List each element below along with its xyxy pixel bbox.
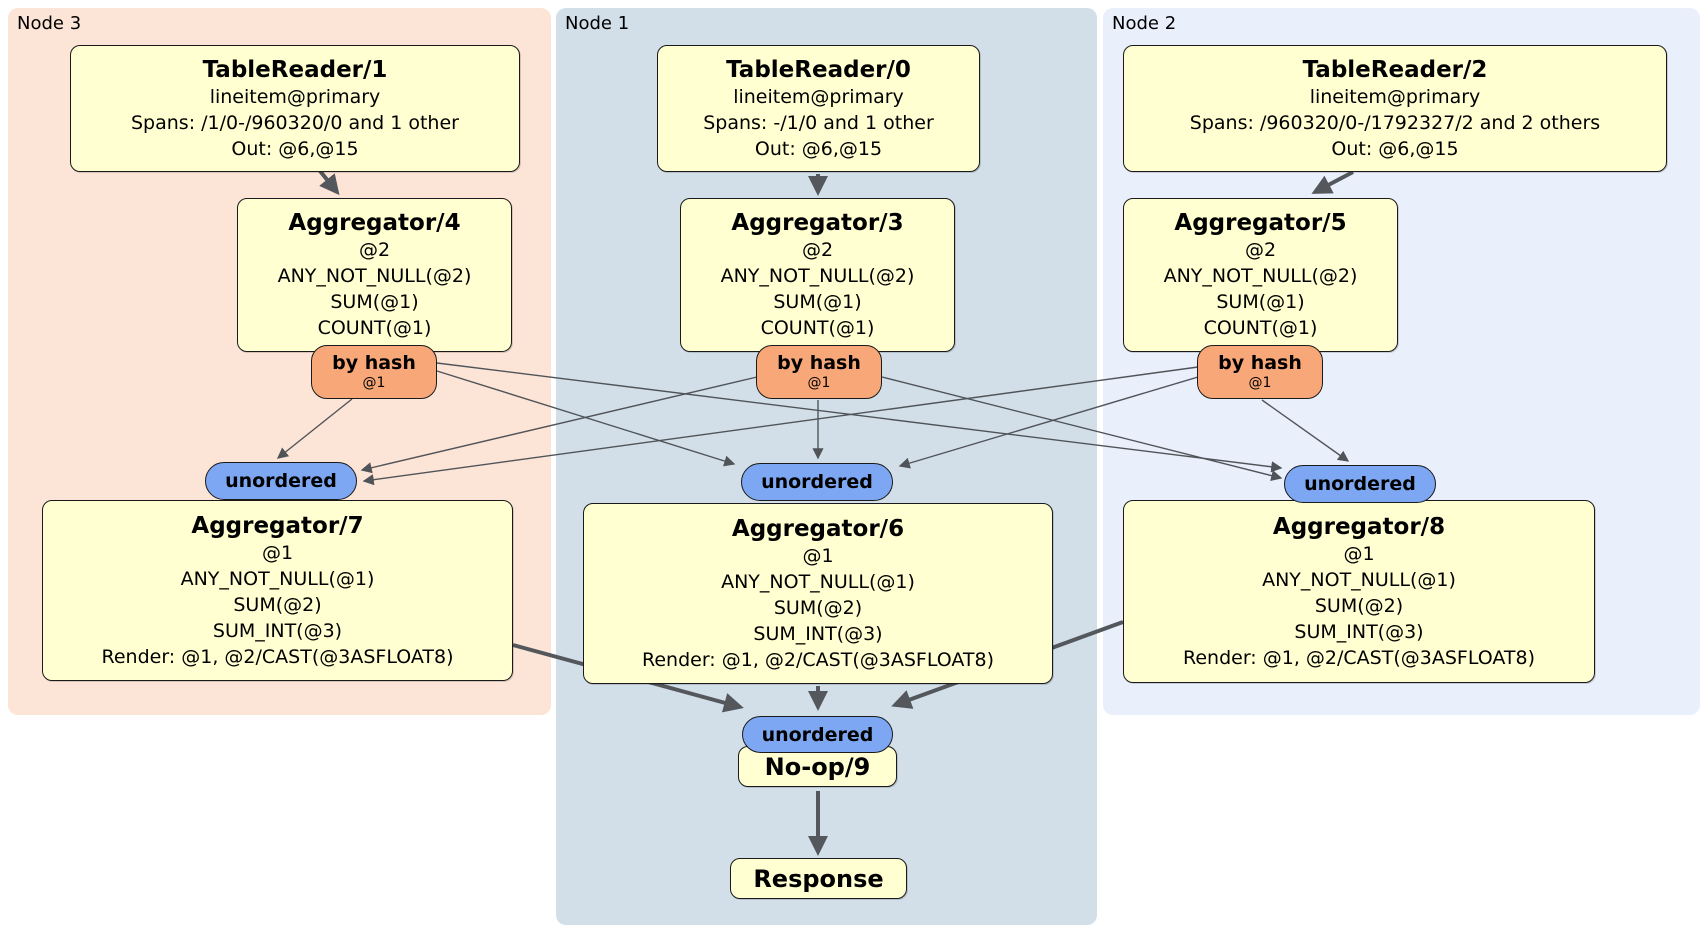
processor-aggregator-6: Aggregator/6 @1 ANY_NOT_NULL(@1) SUM(@2)… xyxy=(583,503,1053,684)
agg-expr: ANY_NOT_NULL(@2) xyxy=(1163,265,1358,287)
processor-title: Aggregator/6 xyxy=(731,515,905,542)
agg-expr: ANY_NOT_NULL(@1) xyxy=(721,570,915,593)
agg-expr: SUM_INT(@3) xyxy=(753,622,883,645)
agg-expr: ANY_NOT_NULL(@2) xyxy=(277,265,472,287)
router-label: by hash xyxy=(777,352,861,374)
group-by-columns: @1 xyxy=(1343,542,1375,565)
processor-spans: Spans: -/1/0 and 1 other xyxy=(703,111,934,134)
sync-label: unordered xyxy=(761,723,874,746)
processor-title: Aggregator/8 xyxy=(1272,513,1446,540)
processor-spans: Spans: /1/0-/960320/0 and 1 other xyxy=(131,111,459,134)
group-node1-label: Node 1 xyxy=(565,13,630,34)
agg-expr: SUM(@2) xyxy=(233,593,322,616)
agg-expr: ANY_NOT_NULL(@2) xyxy=(720,265,915,287)
processor-tablereader-1: TableReader/1 lineitem@primary Spans: /1… xyxy=(70,45,520,172)
processor-aggregator-7: Aggregator/7 @1 ANY_NOT_NULL(@1) SUM(@2)… xyxy=(42,500,513,681)
processor-title: TableReader/1 xyxy=(202,56,388,83)
processor-title: TableReader/2 xyxy=(1302,56,1488,83)
processor-title: No-op/9 xyxy=(764,752,871,781)
processor-tablereader-2: TableReader/2 lineitem@primary Spans: /9… xyxy=(1123,45,1667,172)
router-by-hash-right: by hash @1 xyxy=(1197,345,1323,399)
processor-out: Out: @6,@15 xyxy=(1331,137,1459,160)
group-node3-label: Node 3 xyxy=(17,13,82,34)
processor-title: Aggregator/5 xyxy=(1174,210,1347,236)
sync-label: unordered xyxy=(225,470,337,492)
router-label: by hash xyxy=(332,352,416,374)
agg-expr: SUM_INT(@3) xyxy=(212,619,343,642)
router-by-hash-middle: by hash @1 xyxy=(756,345,882,399)
processor-title: Aggregator/3 xyxy=(731,210,904,236)
processor-index: lineitem@primary xyxy=(1309,85,1481,108)
group-node2-label: Node 2 xyxy=(1112,13,1177,34)
agg-expr: COUNT(@1) xyxy=(760,317,875,339)
group-by-columns: @2 xyxy=(1244,239,1277,261)
processor-title: Aggregator/7 xyxy=(191,512,364,539)
agg-expr: SUM(@1) xyxy=(1216,291,1305,313)
agg-expr: SUM(@2) xyxy=(1314,594,1404,617)
processor-index: lineitem@primary xyxy=(733,85,904,108)
render-expr: Render: @1, @2/CAST(@3ASFLOAT8) xyxy=(101,645,454,668)
processor-title: Response xyxy=(753,864,884,893)
group-by-columns: @2 xyxy=(358,239,391,261)
processor-aggregator-5: Aggregator/5 @2 ANY_NOT_NULL(@2) SUM(@1)… xyxy=(1123,198,1398,352)
router-hash-columns: @1 xyxy=(807,375,831,391)
router-by-hash-left: by hash @1 xyxy=(311,345,437,399)
sync-unordered-left: unordered xyxy=(205,462,357,500)
agg-expr: COUNT(@1) xyxy=(317,317,432,339)
agg-expr: COUNT(@1) xyxy=(1203,317,1318,339)
processor-title: Aggregator/4 xyxy=(288,210,461,236)
router-label: by hash xyxy=(1218,352,1302,374)
render-expr: Render: @1, @2/CAST(@3ASFLOAT8) xyxy=(642,648,994,671)
router-hash-columns: @1 xyxy=(1248,375,1272,391)
processor-aggregator-8: Aggregator/8 @1 ANY_NOT_NULL(@1) SUM(@2)… xyxy=(1123,500,1595,683)
agg-expr: SUM(@1) xyxy=(330,291,419,313)
group-by-columns: @1 xyxy=(802,544,834,567)
group-by-columns: @2 xyxy=(801,239,834,261)
processor-tablereader-0: TableReader/0 lineitem@primary Spans: -/… xyxy=(657,45,980,172)
agg-expr: SUM(@2) xyxy=(773,596,863,619)
agg-expr: SUM(@1) xyxy=(773,291,862,313)
processor-aggregator-3: Aggregator/3 @2 ANY_NOT_NULL(@2) SUM(@1)… xyxy=(680,198,955,352)
processor-out: Out: @6,@15 xyxy=(231,137,359,160)
sync-label: unordered xyxy=(761,471,873,493)
sync-label: unordered xyxy=(1304,473,1416,495)
processor-aggregator-4: Aggregator/4 @2 ANY_NOT_NULL(@2) SUM(@1)… xyxy=(237,198,512,352)
router-hash-columns: @1 xyxy=(362,375,386,391)
processor-title: TableReader/0 xyxy=(726,56,911,83)
processor-spans: Spans: /960320/0-/1792327/2 and 2 others xyxy=(1189,111,1601,134)
agg-expr: ANY_NOT_NULL(@1) xyxy=(1262,568,1456,591)
processor-out: Out: @6,@15 xyxy=(754,137,883,160)
render-expr: Render: @1, @2/CAST(@3ASFLOAT8) xyxy=(1183,646,1535,669)
sync-unordered-right: unordered xyxy=(1284,465,1436,503)
sync-unordered-middle: unordered xyxy=(741,463,893,501)
processor-index: lineitem@primary xyxy=(209,85,381,108)
processor-response: Response xyxy=(730,858,907,899)
sync-unordered-final: unordered xyxy=(742,716,893,753)
agg-expr: ANY_NOT_NULL(@1) xyxy=(180,567,375,590)
group-by-columns: @1 xyxy=(261,541,294,564)
agg-expr: SUM_INT(@3) xyxy=(1294,620,1424,643)
